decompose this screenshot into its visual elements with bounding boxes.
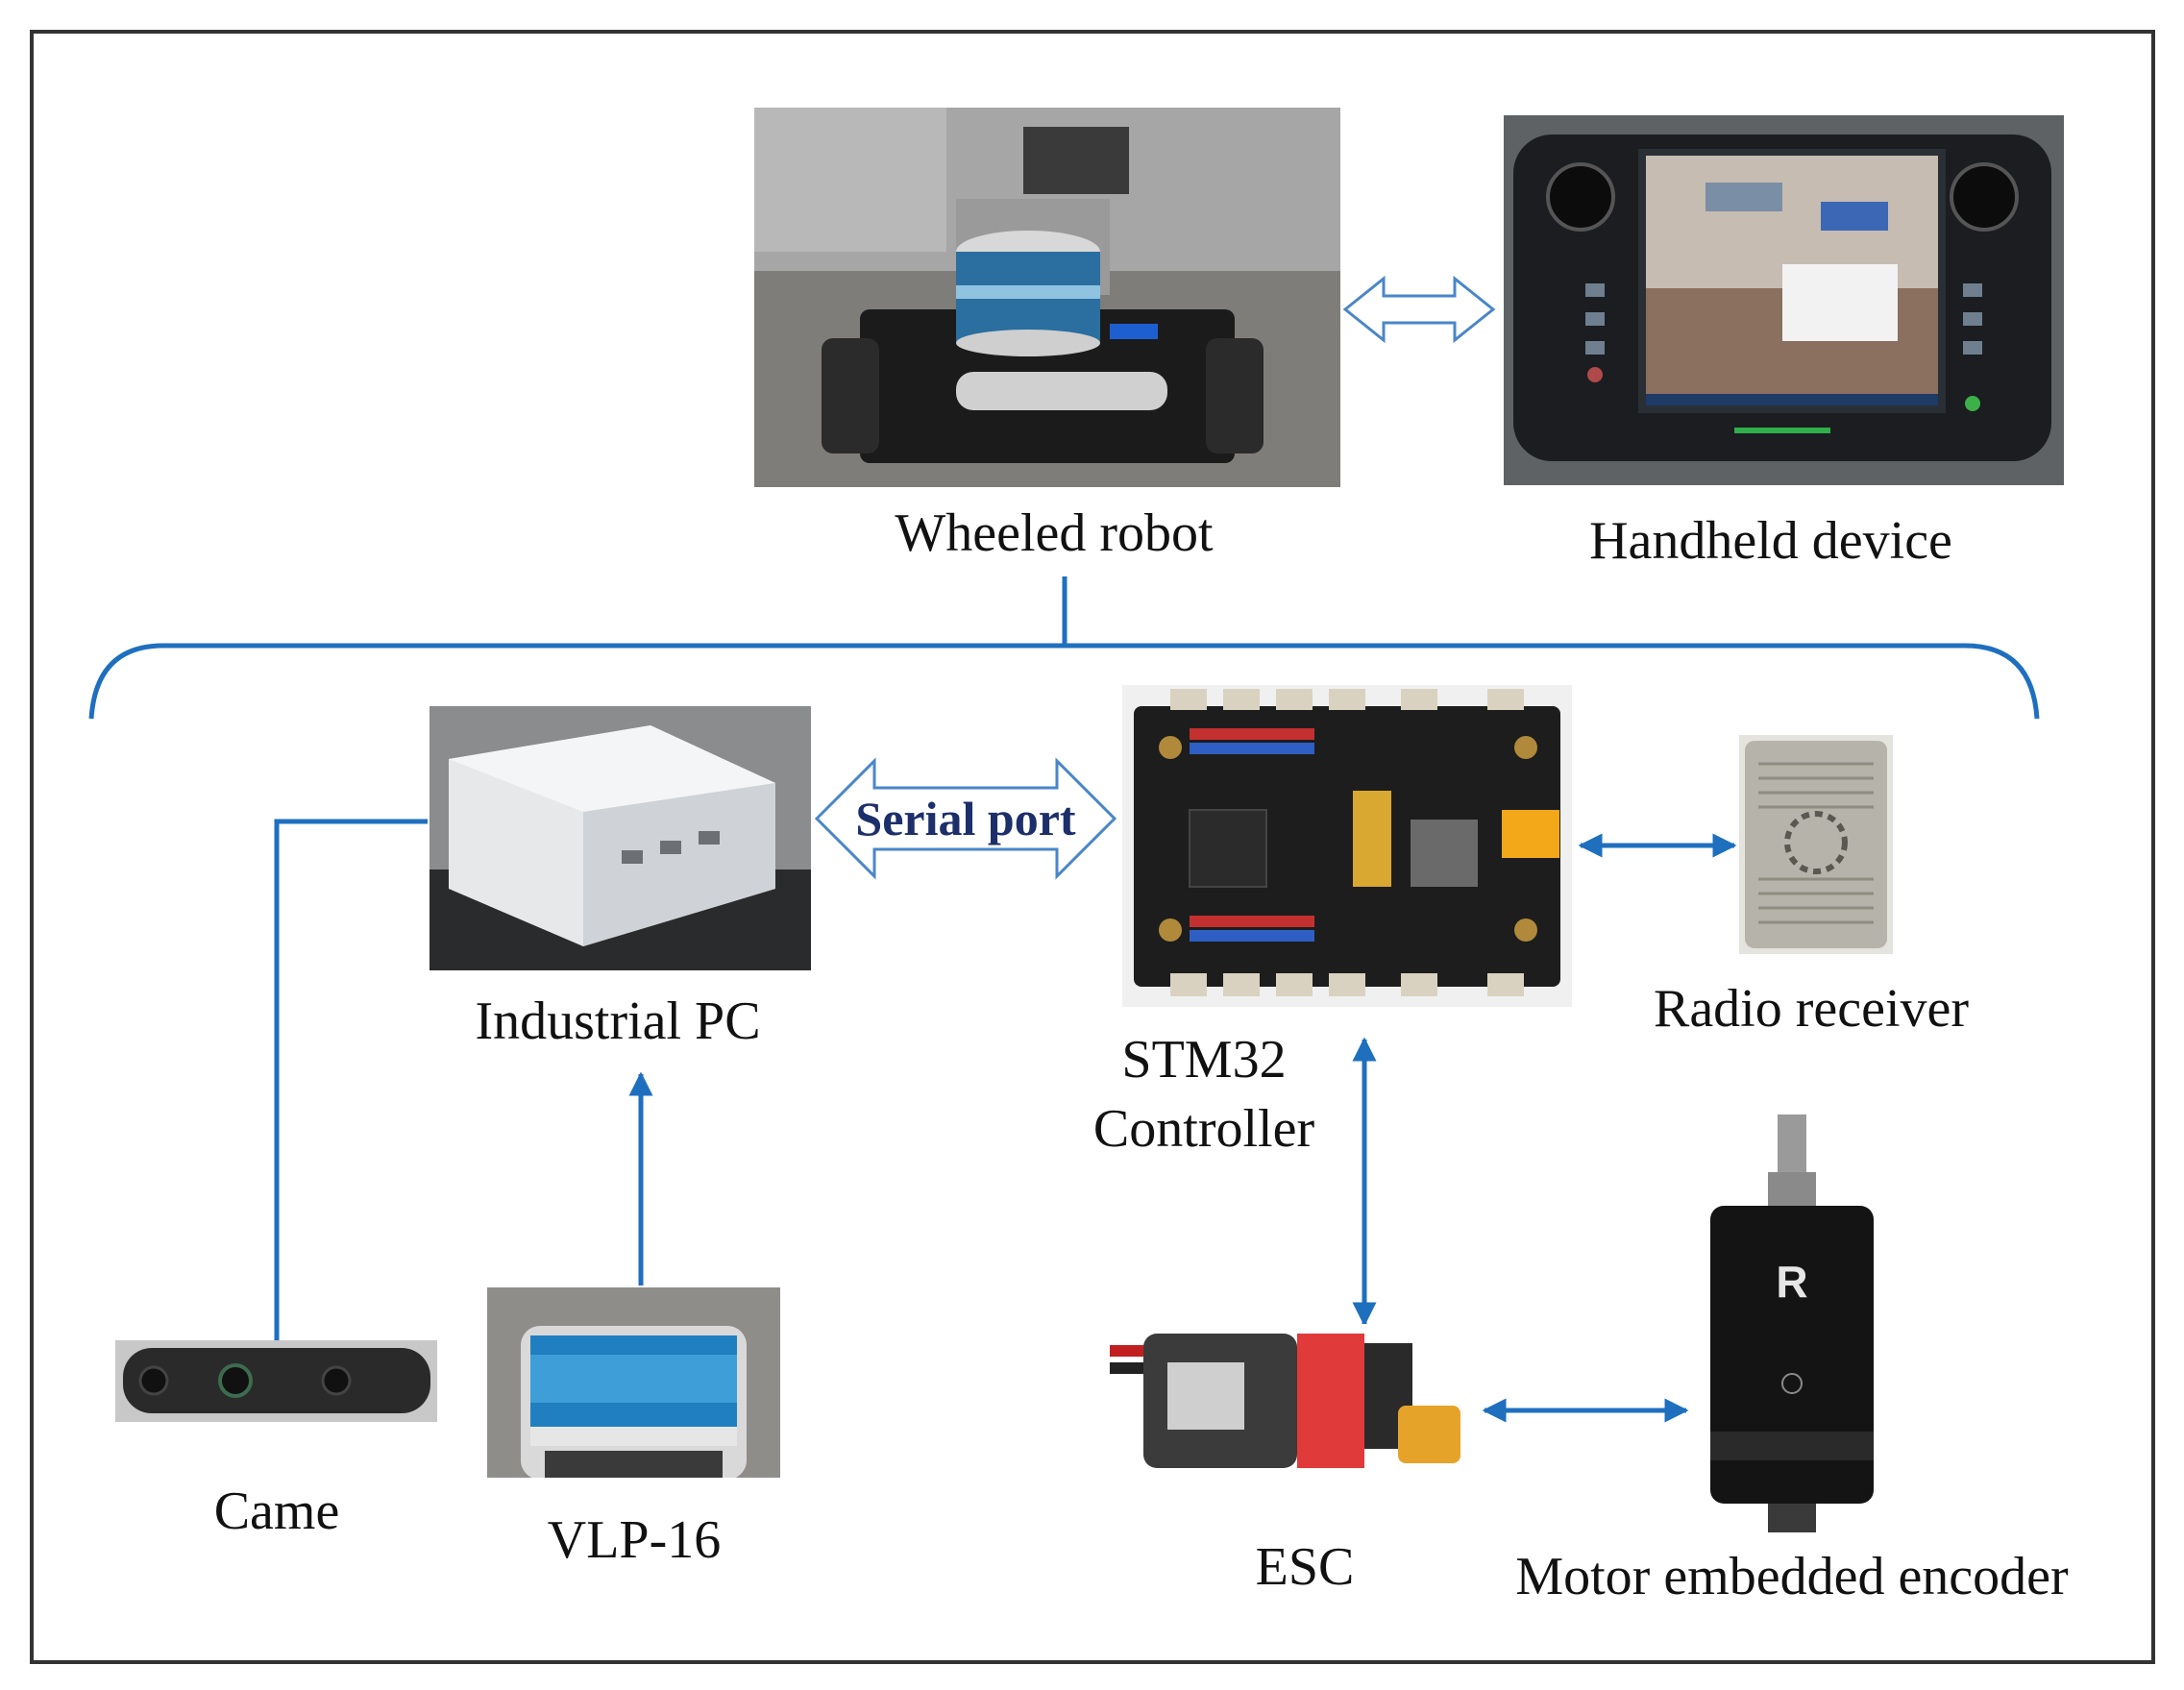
wireless-link-arrow	[1342, 275, 1496, 344]
vlp16-label: VLP-16	[547, 1510, 722, 1570]
industrial-pc-image	[429, 706, 811, 970]
outer-frame	[30, 30, 2155, 1664]
vlp16-image	[487, 1287, 780, 1478]
esc-label: ESC	[1255, 1537, 1355, 1597]
wheeled-robot-image	[754, 108, 1340, 487]
handheld-device-image	[1504, 115, 2064, 485]
system-bracket	[88, 643, 2040, 720]
esc-image	[1110, 1324, 1480, 1482]
motor-label: Motor embedded encoder	[1515, 1547, 2069, 1606]
serial-port-arrow	[814, 757, 1117, 880]
motor-image: R	[1705, 1114, 1878, 1537]
stm32-label-line1: STM32	[1121, 1030, 1287, 1090]
stm32-board-image	[1122, 685, 1572, 1007]
serial-port-label: Serial port	[855, 792, 1076, 845]
stm32-label-line2: Controller	[1092, 1099, 1315, 1159]
wheeled-robot-label: Wheeled robot	[895, 503, 1214, 563]
radio-receiver-label: Radio receiver	[1653, 979, 1970, 1039]
industrial-pc-label: Industrial PC	[475, 992, 761, 1051]
camera-label: Came	[213, 1482, 340, 1541]
handheld-device-label: Handheld device	[1589, 511, 1952, 571]
radio-receiver-image	[1739, 735, 1893, 954]
svg-text:R: R	[1776, 1257, 1807, 1307]
camera-to-pc-line	[274, 819, 428, 1343]
camera-image	[115, 1340, 437, 1422]
